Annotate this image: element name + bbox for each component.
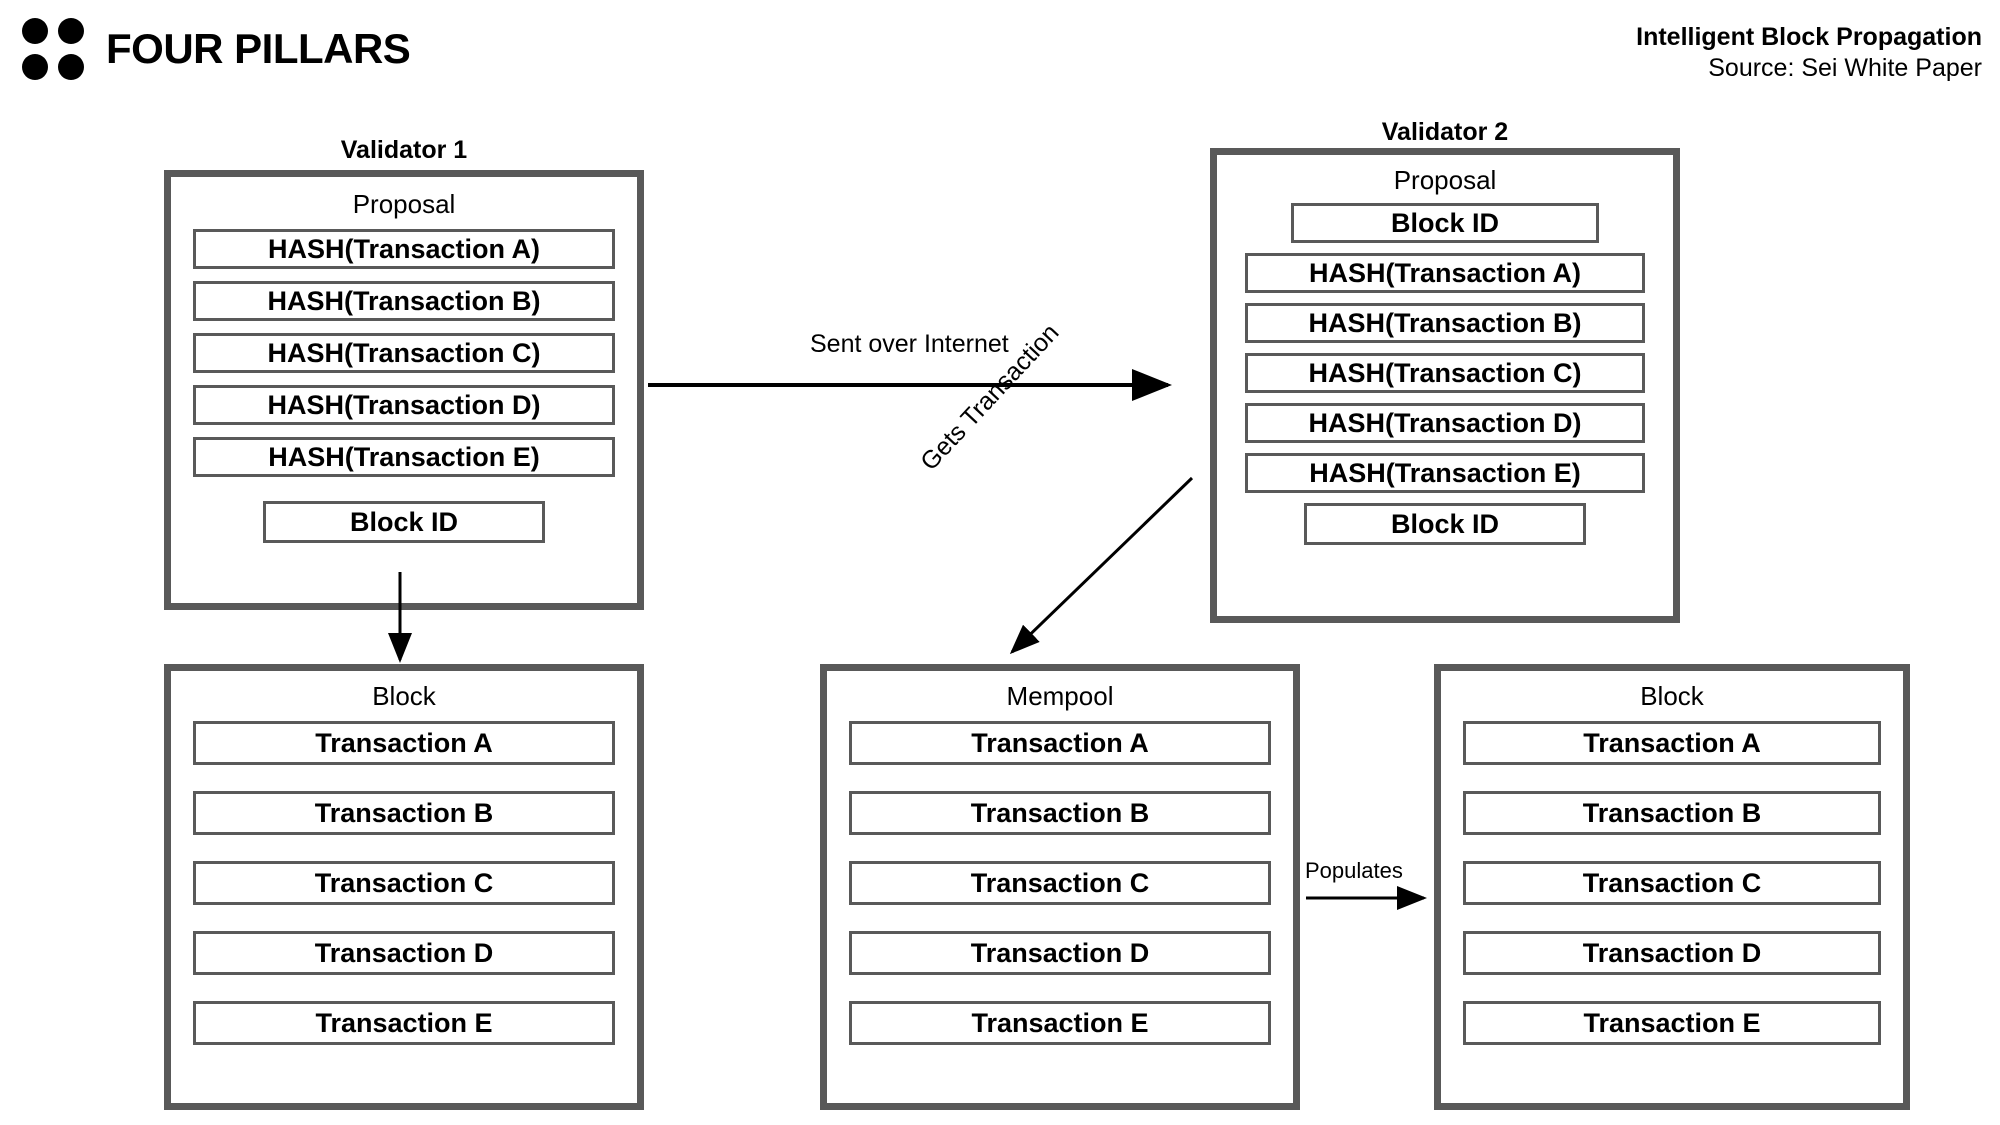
block-right-transaction-list: Transaction A Transaction B Transaction … bbox=[1463, 721, 1881, 1045]
mempool-transaction-row: Transaction A bbox=[849, 721, 1271, 765]
brand-logo: FOUR PILLARS bbox=[22, 18, 411, 80]
validator1-proposal-title: Proposal bbox=[352, 189, 456, 219]
block-left-transaction-row: Transaction B bbox=[193, 791, 615, 835]
logo-dot-bottom-left bbox=[22, 54, 48, 80]
validator1-panel: Proposal HASH(Transaction A) HASH(Transa… bbox=[164, 170, 644, 610]
block-right-title: Block bbox=[1640, 681, 1704, 711]
block-left-transaction-row: Transaction A bbox=[193, 721, 615, 765]
block-right-transaction-row: Transaction C bbox=[1463, 861, 1881, 905]
validator1-caption: Validator 1 bbox=[340, 136, 468, 164]
label-populates: Populates bbox=[1305, 858, 1403, 883]
validator1-hash-row: HASH(Transaction E) bbox=[193, 437, 615, 477]
validator1-hash-row: HASH(Transaction D) bbox=[193, 385, 615, 425]
block-right-transaction-row: Transaction B bbox=[1463, 791, 1881, 835]
block-left-transaction-list: Transaction A Transaction B Transaction … bbox=[193, 721, 615, 1045]
page-title: Intelligent Block Propagation bbox=[1636, 23, 1982, 51]
source-label: Source: Sei White Paper bbox=[1708, 53, 1982, 82]
block-left-transaction-row: Transaction C bbox=[193, 861, 615, 905]
validator2-proposal-title: Proposal bbox=[1393, 165, 1497, 195]
four-dots-logo-icon bbox=[22, 18, 84, 80]
mempool-title: Mempool bbox=[1006, 681, 1114, 711]
logo-dot-bottom-right bbox=[58, 54, 84, 80]
mempool-panel: Mempool Transaction A Transaction B Tran… bbox=[820, 664, 1300, 1110]
validator1-hash-row: HASH(Transaction C) bbox=[193, 333, 615, 373]
validator1-hash-list: HASH(Transaction A) HASH(Transaction B) … bbox=[193, 229, 615, 543]
mempool-transaction-row: Transaction C bbox=[849, 861, 1271, 905]
validator2-caption: Validator 2 bbox=[1381, 118, 1509, 146]
block-right-transaction-row: Transaction A bbox=[1463, 721, 1881, 765]
validator1-hash-row: HASH(Transaction B) bbox=[193, 281, 615, 321]
validator2-block-id-bottom: Block ID bbox=[1304, 503, 1586, 545]
brand-name: FOUR PILLARS bbox=[106, 25, 411, 72]
block-left-transaction-row: Transaction E bbox=[193, 1001, 615, 1045]
validator2-hash-row: HASH(Transaction C) bbox=[1245, 353, 1645, 393]
block-right-transaction-row: Transaction D bbox=[1463, 931, 1881, 975]
mempool-transaction-row: Transaction D bbox=[849, 931, 1271, 975]
validator2-hash-row: HASH(Transaction D) bbox=[1245, 403, 1645, 443]
logo-dot-top-left bbox=[22, 18, 48, 44]
mempool-transaction-row: Transaction E bbox=[849, 1001, 1271, 1045]
validator2-panel: Proposal Block ID HASH(Transaction A) HA… bbox=[1210, 148, 1680, 623]
validator1-block-id: Block ID bbox=[263, 501, 545, 543]
validator2-hash-row: HASH(Transaction B) bbox=[1245, 303, 1645, 343]
block-right-panel: Block Transaction A Transaction B Transa… bbox=[1434, 664, 1910, 1110]
mempool-transaction-list: Transaction A Transaction B Transaction … bbox=[849, 721, 1271, 1045]
logo-dot-top-right bbox=[58, 18, 84, 44]
block-left-panel: Block Transaction A Transaction B Transa… bbox=[164, 664, 644, 1110]
mempool-transaction-row: Transaction B bbox=[849, 791, 1271, 835]
validator2-hash-row: HASH(Transaction A) bbox=[1245, 253, 1645, 293]
validator2-hash-row: HASH(Transaction E) bbox=[1245, 453, 1645, 493]
block-right-transaction-row: Transaction E bbox=[1463, 1001, 1881, 1045]
label-gets-transaction: Gets Transaction bbox=[915, 318, 1065, 476]
header-meta: Intelligent Block Propagation Source: Se… bbox=[1636, 22, 1982, 83]
block-left-transaction-row: Transaction D bbox=[193, 931, 615, 975]
validator2-block-id-top: Block ID bbox=[1291, 203, 1599, 243]
validator1-hash-row: HASH(Transaction A) bbox=[193, 229, 615, 269]
label-sent-over-internet: Sent over Internet bbox=[810, 330, 1009, 358]
validator2-hash-list: Block ID HASH(Transaction A) HASH(Transa… bbox=[1245, 203, 1645, 545]
block-left-title: Block bbox=[372, 681, 436, 711]
arrow-gets-transaction bbox=[1009, 476, 1194, 655]
